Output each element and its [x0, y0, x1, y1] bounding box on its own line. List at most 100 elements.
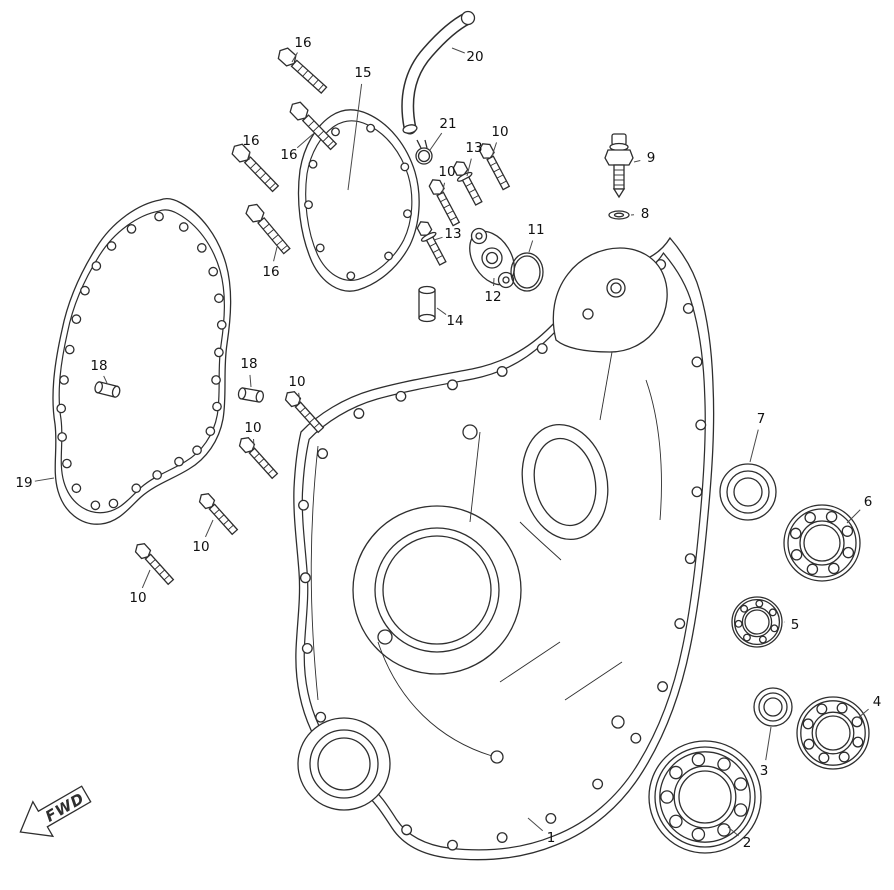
case-bolt-hole	[630, 732, 642, 744]
oil-pressure-sensor-9	[604, 133, 634, 199]
bolt-10	[236, 434, 280, 481]
part-number: 4	[873, 694, 882, 710]
bearing-ball	[841, 525, 854, 537]
gasket-bolt-hole	[154, 211, 164, 222]
part-number: 10	[192, 539, 209, 555]
gasket-bolt-hole	[62, 458, 72, 469]
leader-line	[205, 519, 214, 538]
hose-clamp-21	[415, 139, 433, 165]
leader-line	[527, 817, 544, 832]
bearing-ball	[758, 635, 767, 644]
case-bolt-hole	[353, 408, 365, 419]
leader-line	[491, 142, 497, 157]
case-bolt-hole	[674, 618, 686, 630]
case-bolt-hole	[691, 356, 703, 368]
gasket-bolt-hole	[131, 483, 142, 494]
gasket-bolt-hole	[71, 483, 82, 494]
case-bolt-hole	[496, 366, 508, 377]
callout-2: 2	[727, 826, 752, 851]
leader-line	[765, 726, 772, 761]
callout-1: 1	[527, 817, 555, 846]
callout-18: 18	[240, 356, 258, 388]
gasket-bolt-hole	[57, 432, 68, 442]
gasket-bolt-hole	[64, 344, 75, 355]
part-number: 15	[354, 65, 371, 81]
part-number: 13	[444, 226, 461, 242]
callout-10: 10	[192, 519, 214, 555]
callout-12: 12	[484, 277, 502, 305]
leader-line	[141, 569, 151, 589]
callout-13: 13	[465, 140, 483, 177]
case-bolt-hole	[401, 824, 413, 836]
bearing-ball	[733, 777, 748, 791]
case-bolt-hole	[395, 390, 407, 402]
bearing-ball	[717, 757, 731, 771]
bolt-10	[132, 540, 176, 587]
plate-bolt-hole	[315, 243, 325, 253]
bearing-ball	[734, 619, 743, 628]
oring-11	[510, 252, 544, 292]
part-number: 2	[743, 835, 752, 851]
breather-tube-20	[401, 10, 476, 135]
gasket-bolt-hole	[106, 241, 117, 251]
case-bolt-hole	[301, 642, 313, 654]
leader-line	[846, 509, 861, 524]
callout-13: 13	[433, 226, 462, 242]
leader-line	[273, 246, 278, 262]
bearing-ball	[790, 549, 803, 561]
callout-10: 10	[438, 164, 456, 195]
plate-holes	[304, 123, 412, 281]
sensor-boss	[552, 247, 668, 353]
bearing-ball	[836, 702, 848, 714]
bearing-ball	[825, 510, 838, 523]
bearing-ball	[768, 608, 777, 617]
gasket-bolt-hole	[214, 293, 224, 304]
case-bolt-hole	[684, 553, 696, 565]
case-bolt-hole	[298, 499, 309, 511]
gasket-bolt-hole	[192, 445, 202, 456]
bearing-ball	[669, 765, 683, 780]
bearing-ball	[691, 752, 706, 767]
gasket-bolt-hole	[214, 347, 224, 358]
leader-line	[296, 133, 314, 149]
bearing-ball	[828, 562, 840, 575]
gasket-bolt-hole	[208, 266, 219, 277]
callout-7: 7	[749, 411, 766, 463]
leader-line	[298, 392, 301, 403]
part-number: 14	[446, 313, 463, 329]
leader-line	[103, 375, 108, 384]
case-bolt-hole	[447, 379, 458, 391]
case-bolt-hole	[299, 572, 311, 584]
plate-bolt-hole	[331, 127, 340, 137]
bearing-ball	[816, 703, 828, 715]
bolt-16	[274, 44, 330, 96]
part-number: 10	[288, 374, 305, 390]
part-number: 19	[15, 475, 32, 491]
sealing-washer-8	[608, 210, 630, 220]
case-bolt-hole	[592, 778, 604, 790]
flange-cover-12	[469, 227, 515, 289]
callout-9: 9	[633, 150, 655, 166]
dowel-pin-18-b	[237, 387, 264, 403]
callout-16: 16	[242, 133, 260, 161]
part-number: 10	[438, 164, 455, 180]
gasket-bolt-hole	[174, 456, 184, 467]
leader-line	[633, 160, 641, 163]
gasket-bolt-hole	[56, 403, 67, 414]
plate-bolt-hole	[400, 162, 410, 172]
gasket-bolt-hole	[178, 222, 189, 232]
gasket-bolt-hole	[71, 314, 82, 324]
plate-bolt-hole	[308, 159, 318, 169]
case-bolt-hole	[447, 839, 458, 851]
case-bolt-hole	[682, 302, 694, 314]
callout-10: 10	[288, 374, 306, 403]
callout-5: 5	[783, 617, 799, 633]
plate-bolt-hole	[366, 123, 376, 133]
leader-line	[347, 83, 363, 191]
bolt-16	[242, 200, 293, 257]
part-number: 12	[484, 289, 501, 305]
leader-line	[436, 307, 447, 315]
part-number: 21	[439, 116, 456, 132]
part-number: 7	[757, 411, 766, 427]
